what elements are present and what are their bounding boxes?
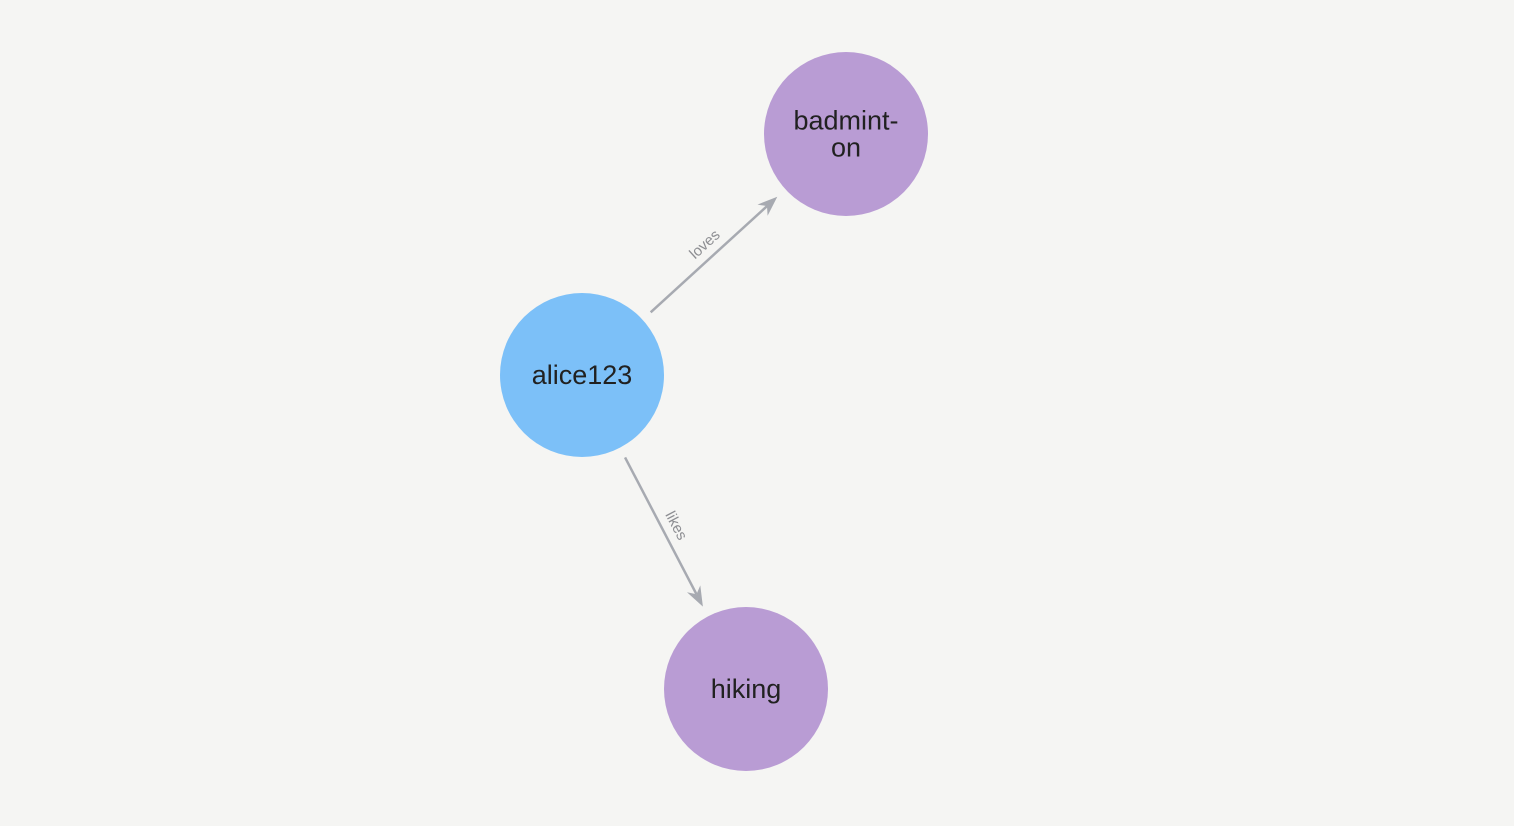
graph-edge-loves[interactable]: loves <box>649 196 778 314</box>
node-caption: badmint-on <box>793 106 898 163</box>
graph-node-hiking[interactable]: hiking <box>664 607 828 771</box>
nodes-layer: alice123 badmint-on hiking <box>500 52 928 771</box>
edge-line <box>623 456 698 595</box>
node-caption: hiking <box>711 674 782 704</box>
edge-arrowhead-icon <box>687 585 703 607</box>
node-caption-line: alice123 <box>532 360 633 390</box>
graph-edge-likes[interactable]: likes <box>623 456 703 607</box>
edge-label: loves <box>686 226 723 262</box>
graph-node-alice123[interactable]: alice123 <box>500 293 664 457</box>
node-caption-line: on <box>831 133 861 163</box>
node-caption-line: hiking <box>711 674 782 704</box>
node-circle[interactable] <box>764 52 928 216</box>
edge-arrowhead-icon <box>757 196 778 216</box>
node-circle[interactable] <box>664 607 828 771</box>
graph-node-badminton[interactable]: badmint-on <box>764 52 928 216</box>
node-caption-line: badmint- <box>793 106 898 136</box>
node-circle[interactable] <box>500 293 664 457</box>
edge-line <box>649 205 768 314</box>
node-caption: alice123 <box>532 360 633 390</box>
